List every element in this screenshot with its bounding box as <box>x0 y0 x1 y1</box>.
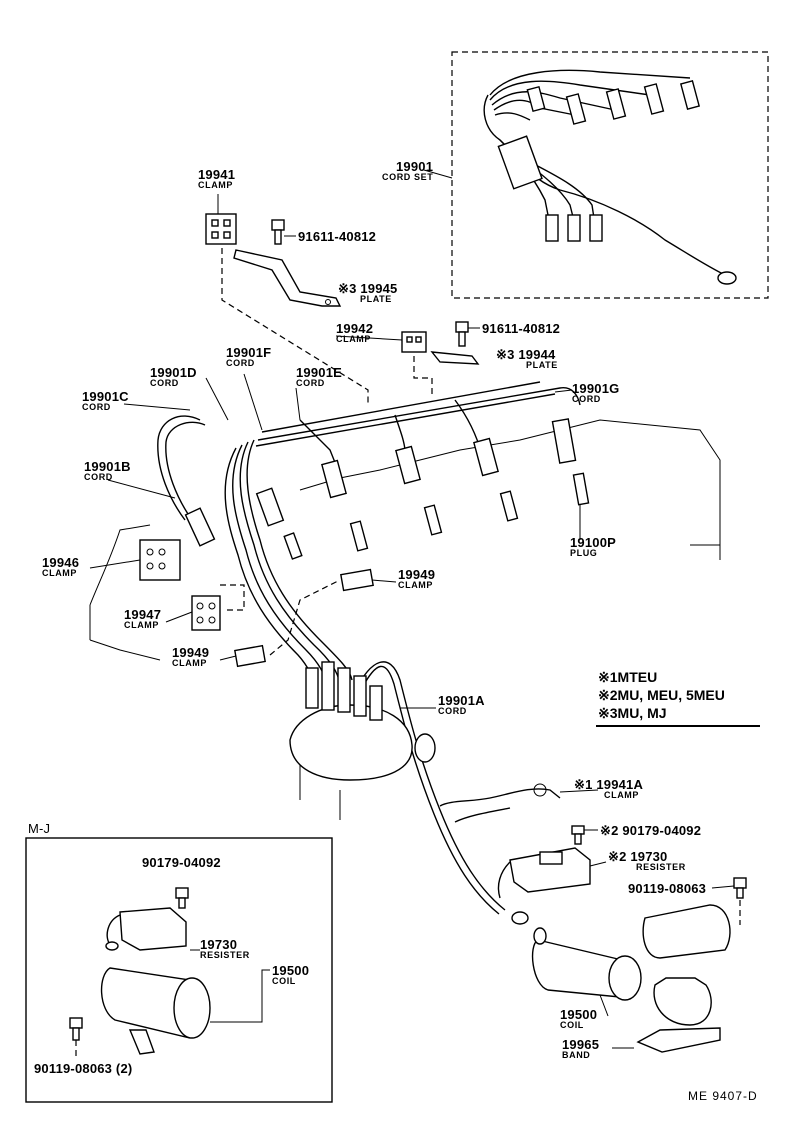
label-19901C: 19901C CORD <box>82 389 129 412</box>
label-19730-a: 19730 RESISTER <box>200 937 250 960</box>
cover-plate <box>642 904 731 959</box>
leader-lines <box>89 335 735 1017</box>
spark-plugs <box>283 472 590 560</box>
label-19901: 19901 CORD SET <box>382 159 434 182</box>
label-90119-b: 90119-08063 <box>628 881 707 896</box>
cord-set-inset <box>423 51 769 299</box>
label-90179-b: ※2 90179-04092 <box>600 823 702 838</box>
clamp-19946 <box>139 539 181 581</box>
plate-19945 <box>233 249 342 307</box>
legend-item-2: ※2MU, MEU, 5MEU <box>598 688 725 702</box>
label-90179-a: 90179-04092 <box>142 855 221 870</box>
clamp-19941 <box>205 194 237 245</box>
bolt-90179-b <box>571 825 585 845</box>
legend-mark: ※3 <box>598 705 618 721</box>
clamp-19947 <box>191 595 221 631</box>
legend-text: MU, MJ <box>617 705 667 721</box>
coil-19500-main <box>511 911 642 1001</box>
label-19946: 19946 CLAMP <box>42 555 80 578</box>
label-19942: 19942 CLAMP <box>336 321 374 344</box>
label-19100P: 19100P PLUG <box>570 535 617 558</box>
legend-text: MU, MEU, 5MEU <box>617 687 725 703</box>
label-19949-b: 19949 CLAMP <box>172 645 210 668</box>
label-19730-b: ※2 19730 RESISTER <box>608 849 686 872</box>
mj-inset <box>25 837 333 1103</box>
resister-19730-main <box>497 847 591 899</box>
distributor <box>289 661 436 781</box>
legend-item-3: ※3MU, MJ <box>598 706 667 720</box>
label-91611-b: 91611-40812 <box>482 321 561 336</box>
bolt-91611-b <box>455 321 480 347</box>
label-19901F: 19901F CORD <box>226 345 272 368</box>
legend-mark: ※1 <box>598 669 618 685</box>
label-mj: M-J <box>28 821 51 836</box>
label-19947: 19947 CLAMP <box>124 607 162 630</box>
label-19500-b: 19500 COIL <box>560 1007 598 1030</box>
plug-boots <box>184 418 577 547</box>
clamp-19941A <box>439 783 561 823</box>
band-19965 <box>612 977 721 1053</box>
legend-text: MTEU <box>617 669 658 685</box>
label-19500-a: 19500 COIL <box>272 963 310 986</box>
label-91611-a: 91611-40812 <box>298 229 377 244</box>
label-19901E: 19901E CORD <box>296 365 343 388</box>
label-19901D: 19901D CORD <box>150 365 197 388</box>
legend-mark: ※2 <box>598 687 618 703</box>
label-19941: 19941 CLAMP <box>198 167 236 190</box>
plate-19944 <box>430 351 480 365</box>
drawing-code: ME 9407-D <box>688 1089 758 1103</box>
bolt-91611-a <box>271 219 296 245</box>
label-90119-a: 90119-08063 (2) <box>34 1061 133 1076</box>
clamp-19949-b <box>234 644 266 668</box>
bolt-90119-b <box>733 877 747 899</box>
label-19965: 19965 BAND <box>562 1037 600 1060</box>
label-19901B: 19901B CORD <box>84 459 131 482</box>
clamp-19949-a <box>340 568 374 592</box>
legend-item-1: ※1MTEU <box>598 670 657 684</box>
label-19945: ※3 19945 PLATE <box>338 281 398 304</box>
label-19901A: 19901A CORD <box>438 693 485 716</box>
label-19944: ※3 19944 PLATE <box>496 347 558 370</box>
label-19941A: ※1 19941A CLAMP <box>574 777 644 800</box>
cord-harness <box>157 381 581 915</box>
clamp-19942 <box>401 331 427 353</box>
label-19901G: 19901G CORD <box>572 381 620 404</box>
label-19949-a: 19949 CLAMP <box>398 567 436 590</box>
